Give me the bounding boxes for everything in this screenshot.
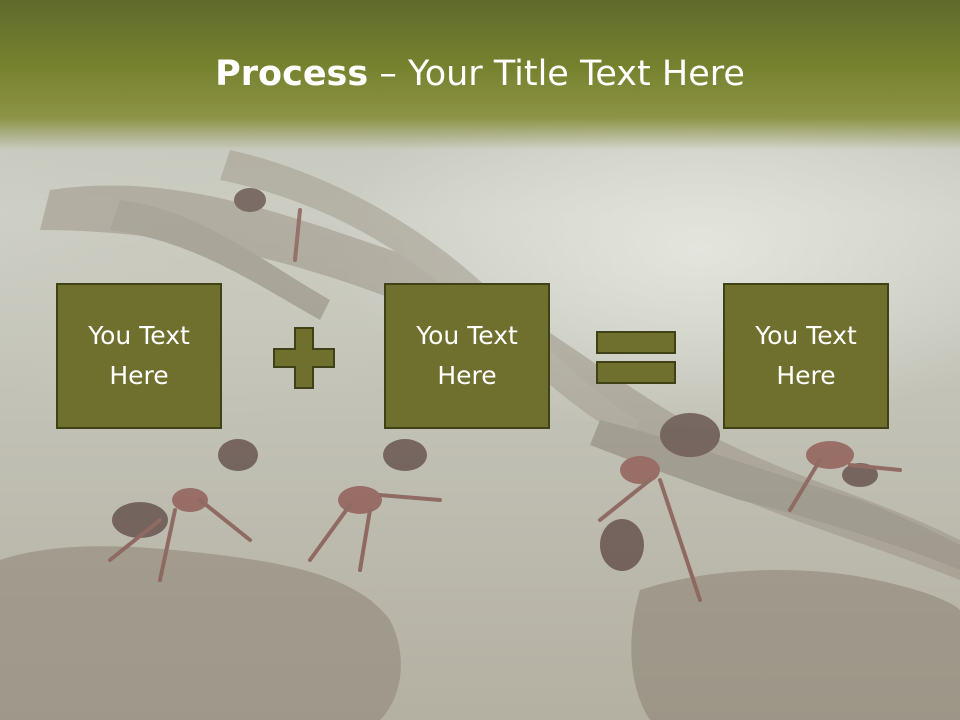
process-box-3[interactable]: You Text Here bbox=[723, 283, 889, 429]
plus-icon bbox=[273, 327, 335, 389]
title-bold: Process bbox=[215, 54, 369, 94]
title-dash: – bbox=[368, 54, 408, 94]
process-box-1-text: You Text Here bbox=[88, 321, 190, 390]
process-box-3-text: You Text Here bbox=[755, 321, 857, 390]
equals-icon bbox=[596, 331, 676, 384]
slide-title: Process – Your Title Text Here bbox=[0, 52, 960, 96]
process-box-2[interactable]: You Text Here bbox=[384, 283, 550, 429]
process-box-2-text: You Text Here bbox=[416, 321, 518, 390]
title-bar bbox=[0, 0, 960, 150]
process-box-1[interactable]: You Text Here bbox=[56, 283, 222, 429]
title-rest: Your Title Text Here bbox=[407, 54, 745, 94]
